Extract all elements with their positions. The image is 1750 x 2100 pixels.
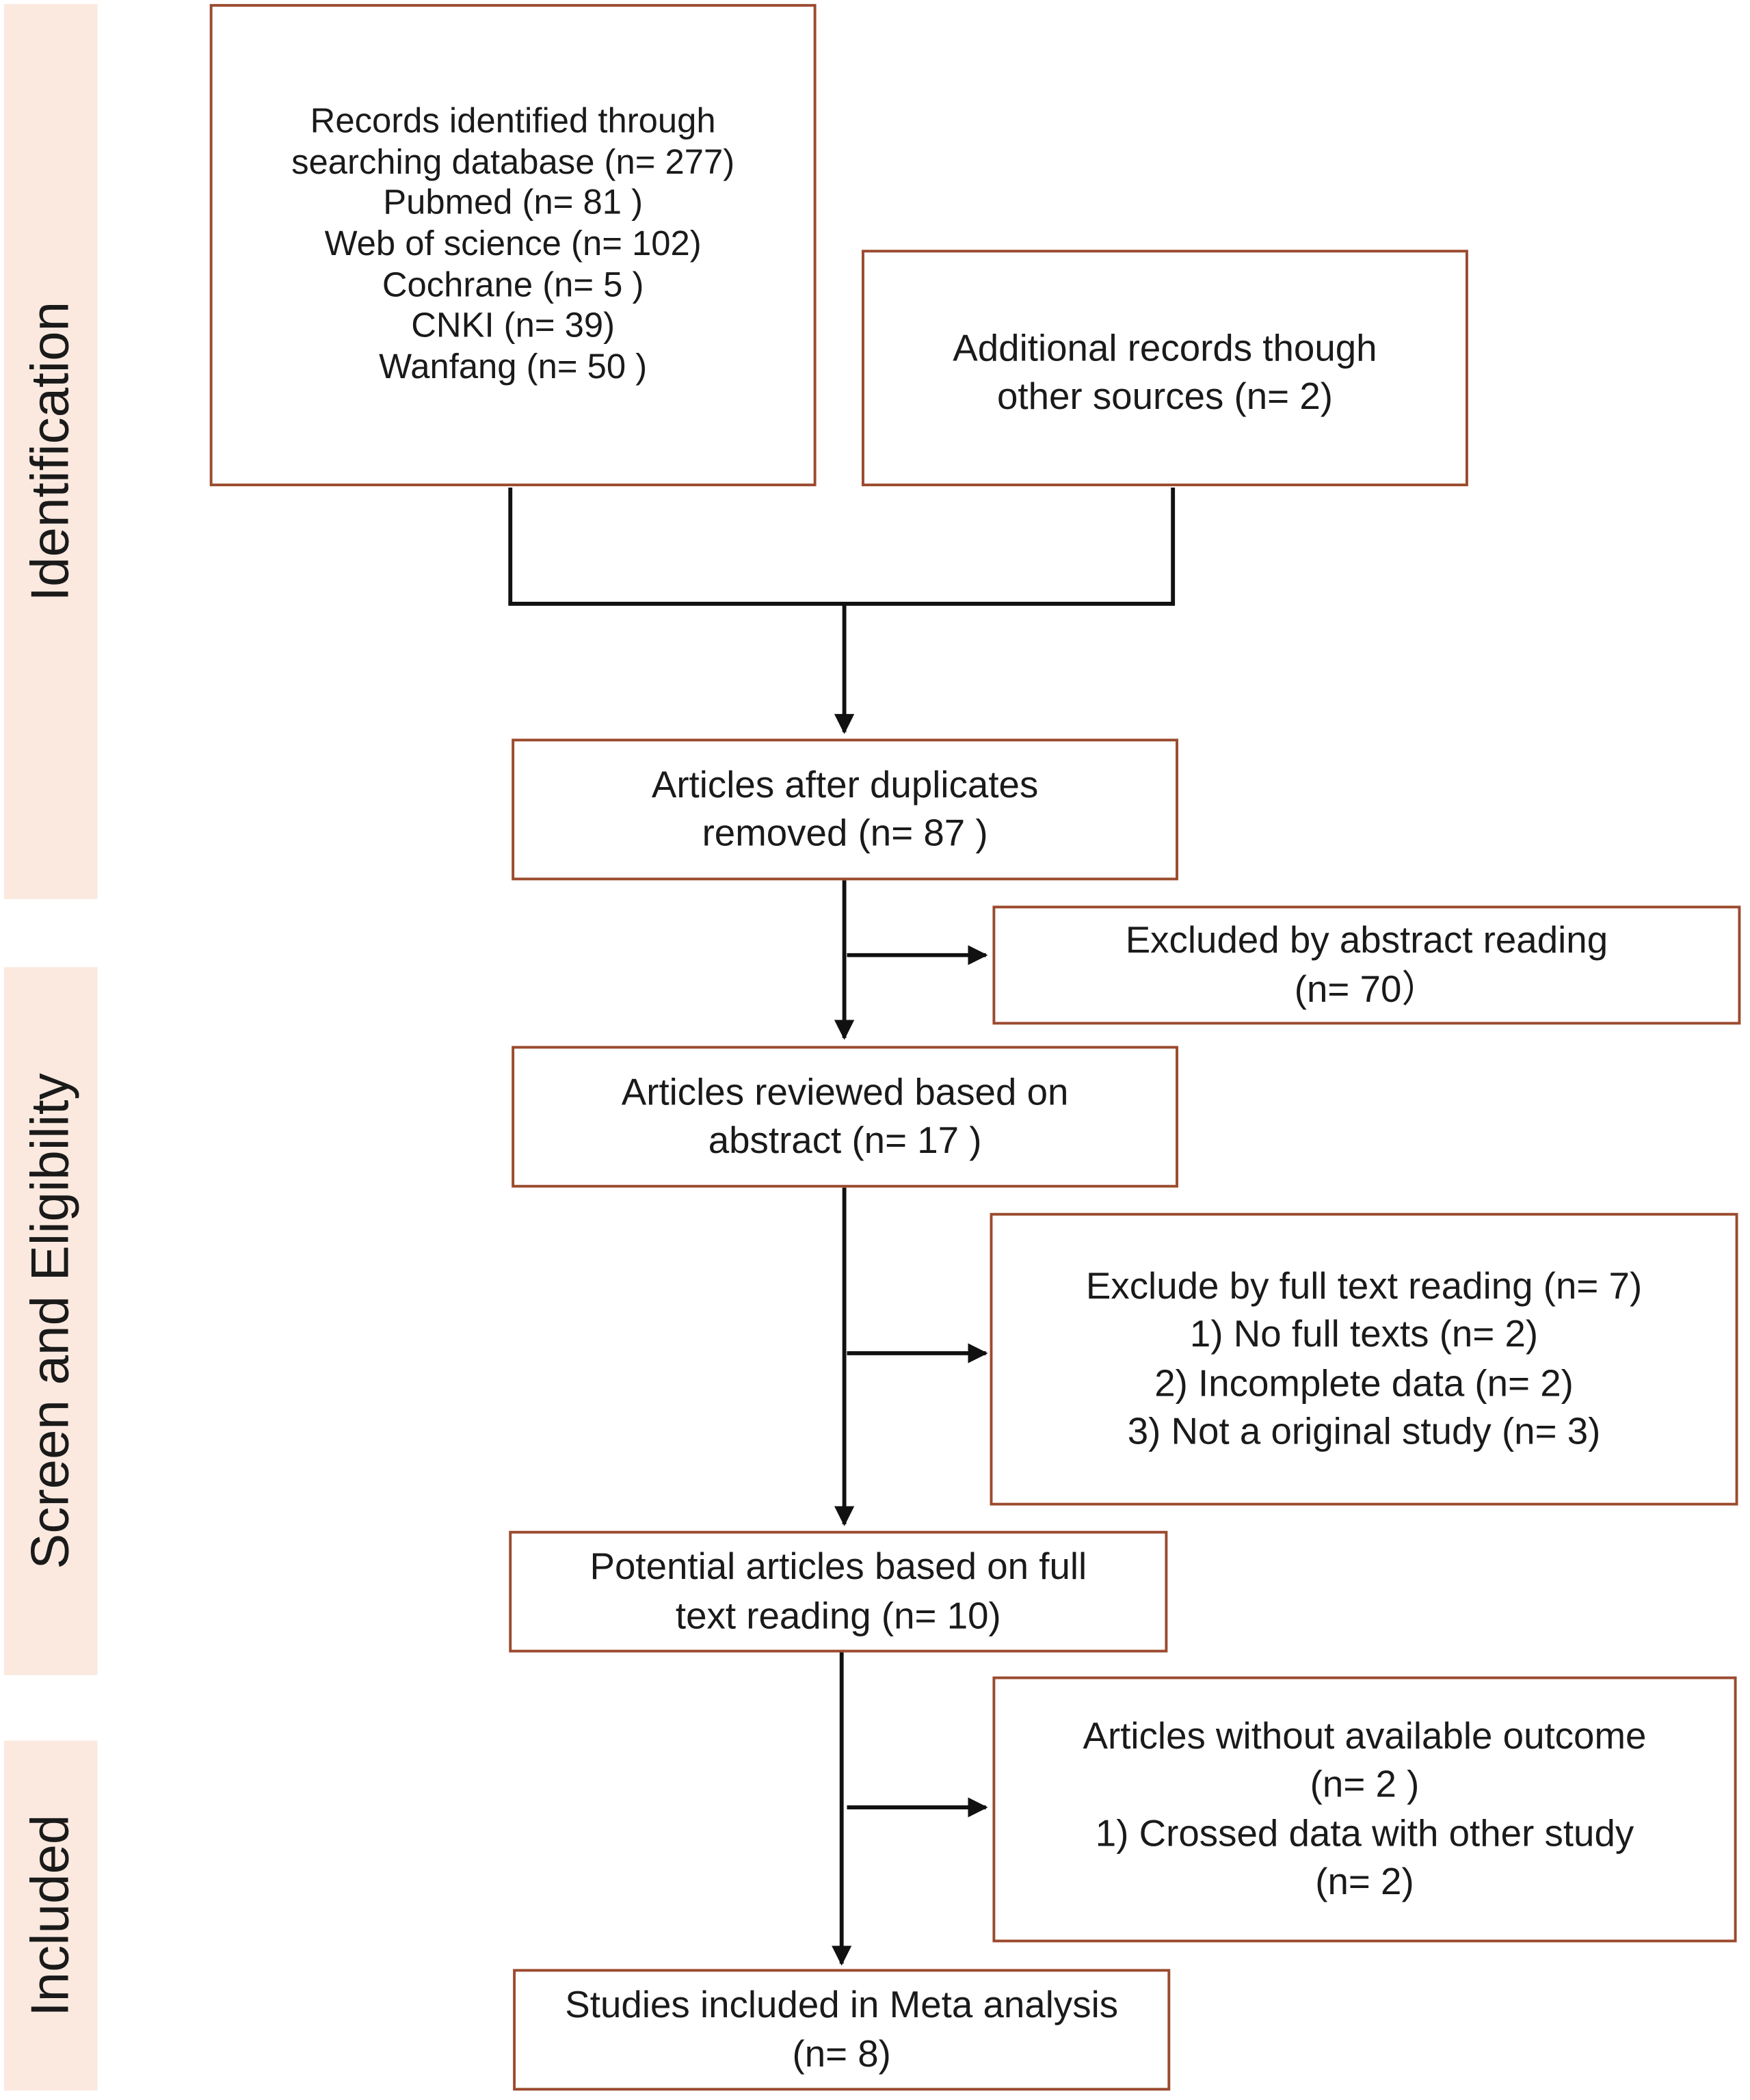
included-studies-line: Studies included in Meta analysis (565, 1984, 1119, 2025)
records-identified-line: Records identified through (310, 100, 716, 141)
reviewed-abstract-line: Articles reviewed based on (621, 1070, 1069, 1113)
excluded-fulltext-line: 1) No full texts (n= 2) (1189, 1313, 1539, 1355)
phase-band-included: Included (3, 1740, 98, 2091)
without-outcome-line: (n= 2 ) (1310, 1763, 1420, 1805)
excluded-abstract-box: Excluded by abstract reading (n= 70） (992, 905, 1741, 1025)
additional-records-line: other sources (n= 2) (996, 375, 1333, 418)
records-identified-box: Records identified through searching dat… (209, 3, 817, 487)
phase-band-screening: Screen and Eligibility (3, 967, 98, 1675)
after-duplicates-line: Articles after duplicates (651, 763, 1039, 806)
included-studies-box: Studies included in Meta analysis (n= 8) (513, 1969, 1171, 2091)
merge-line (508, 488, 1176, 606)
excluded-fulltext-line: Exclude by full text reading (n= 7) (1085, 1264, 1643, 1306)
without-outcome-line: (n= 2) (1315, 1861, 1414, 1902)
additional-records-line: Additional records though (953, 327, 1377, 369)
without-outcome-box: Articles without available outcome (n= 2… (992, 1676, 1737, 1943)
excluded-abstract-line: Excluded by abstract reading (1125, 919, 1608, 961)
without-outcome-line: Articles without available outcome (1083, 1714, 1647, 1757)
after-duplicates-box: Articles after duplicates removed (n= 87… (512, 739, 1178, 881)
records-identified-line: CNKI (n= 39) (411, 305, 615, 345)
records-identified-line: Pubmed (n= 81 ) (383, 182, 643, 222)
reviewed-abstract-line: abstract (n= 17 ) (708, 1119, 982, 1161)
records-identified-line: Wanfang (n= 50 ) (379, 346, 648, 386)
records-identified-line: searching database (n= 277) (291, 141, 735, 182)
records-identified-line: Cochrane (n= 5 ) (382, 264, 644, 304)
excluded-abstract-line: (n= 70） (1294, 968, 1440, 1009)
records-identified-line: Web of science (n= 102) (324, 223, 702, 263)
potential-articles-line: text reading (n= 10) (675, 1594, 1001, 1636)
without-outcome-line: 1) Crossed data with other study (1095, 1811, 1634, 1854)
potential-articles-line: Potential articles based on full (589, 1545, 1087, 1587)
included-studies-line: (n= 8) (792, 2032, 891, 2074)
phase-band-identification: Identification (3, 3, 98, 899)
additional-records-box: Additional records though other sources … (862, 250, 1468, 487)
excluded-fulltext-box: Exclude by full text reading (n= 7) 1) N… (990, 1212, 1738, 1506)
excluded-fulltext-line: 3) Not a original study (n= 3) (1127, 1410, 1601, 1452)
reviewed-abstract-box: Articles reviewed based on abstract (n= … (512, 1046, 1178, 1188)
excluded-fulltext-line: 2) Incomplete data (n= 2) (1154, 1361, 1574, 1404)
potential-articles-box: Potential articles based on full text re… (509, 1530, 1168, 1653)
after-duplicates-line: removed (n= 87 ) (702, 812, 988, 854)
